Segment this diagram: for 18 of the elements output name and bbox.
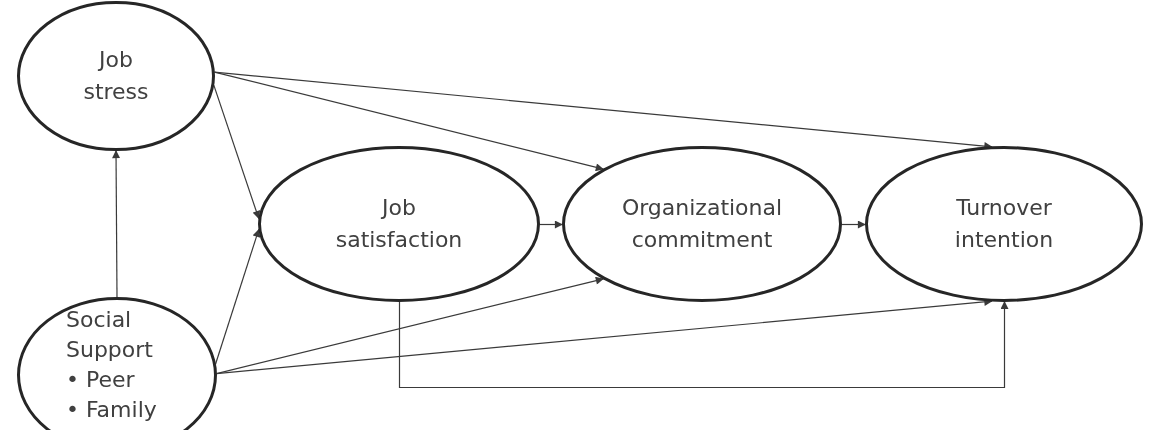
arrow: [398, 300, 1009, 389]
arrow: [112, 149, 121, 299]
node-label: Job stress: [82, 46, 150, 106]
ellipse-node: [865, 146, 1143, 302]
node-label: • Family: [66, 396, 157, 424]
node-label: Organizational commitment: [620, 194, 784, 254]
arrow: [538, 220, 564, 229]
arrow: [840, 220, 867, 229]
node-label: Turnover intention: [953, 194, 1055, 254]
node-label: Social Support: [66, 306, 154, 364]
node-label: • Peer: [66, 366, 135, 394]
ellipse-node: [562, 146, 842, 302]
ellipse-node: [17, 1, 215, 152]
arrow: [213, 84, 261, 220]
arrow: [215, 276, 604, 375]
ellipse-node: [258, 146, 540, 302]
node-label: Job satisfaction: [334, 194, 464, 254]
arrow: [214, 228, 261, 365]
